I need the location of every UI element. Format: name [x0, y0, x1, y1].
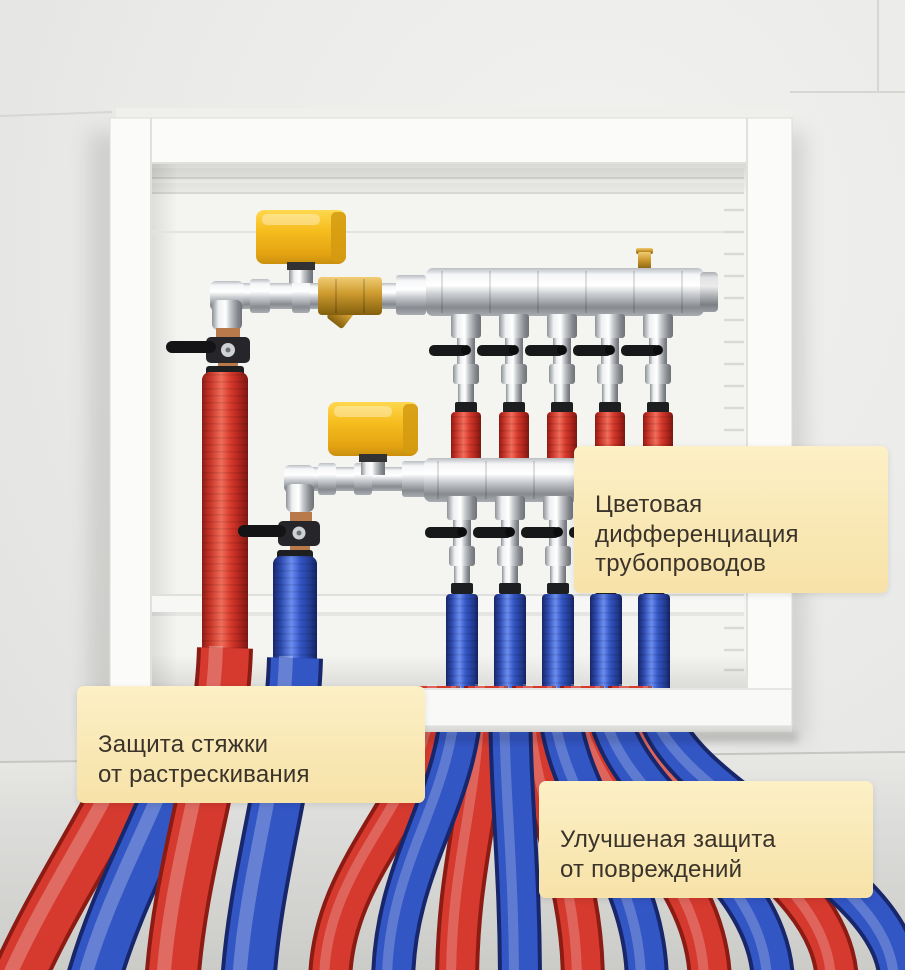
callout-damage-protection: Улучшеная защита от повреждений [539, 781, 873, 899]
callout-color-differentiation: Цветовая дифференциация трубопроводов [574, 446, 888, 593]
ball-valve-cold [238, 521, 320, 546]
manifold-top [426, 248, 718, 316]
wall-seams [0, 0, 905, 117]
callout-screed-protection: Защита стяжки от растрескивания [77, 686, 425, 804]
callout-screed-protection-text: Защита стяжки от растрескивания [98, 730, 310, 788]
collector-cabinet-frame [104, 108, 798, 742]
callout-color-differentiation-text: Цветовая дифференциация трубопроводов [595, 490, 799, 578]
hot-riser-pipe [202, 372, 248, 658]
ball-valve-hot [166, 337, 250, 363]
brass-strainer [318, 277, 382, 329]
callout-damage-protection-text: Улучшеная защита от повреждений [560, 825, 776, 883]
hot-supply-line [166, 275, 430, 658]
